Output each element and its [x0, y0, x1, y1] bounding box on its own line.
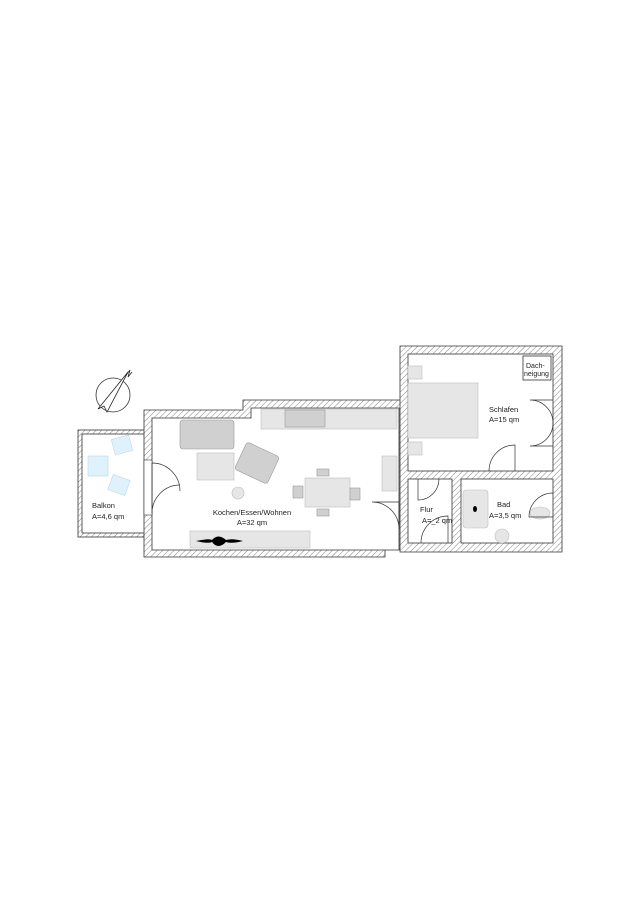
balcony-chair: [107, 474, 131, 496]
room-area-flur: A=_2 qm: [422, 516, 452, 525]
balcony: [77, 429, 149, 538]
balcony-table: [87, 455, 109, 477]
bathroom-door[interactable]: [528, 492, 554, 518]
living-room: [143, 399, 402, 558]
kitchen-counter: [260, 408, 398, 430]
room-area-balkon: A=4,6 qm: [92, 512, 124, 521]
roof-slope-label-1: Dach-: [526, 363, 545, 370]
nightstand: [407, 365, 423, 380]
room-name-schlafen: Schlafen: [489, 405, 518, 414]
living-room-door[interactable]: [371, 501, 400, 530]
nightstand: [407, 441, 423, 456]
bedroom-door[interactable]: [488, 444, 516, 472]
lamp-icon: [196, 536, 243, 546]
room-name-wohnen: Kochen/Essen/Wohnen: [213, 508, 291, 517]
wardrobe-doors[interactable]: [529, 399, 554, 447]
sink: [284, 409, 326, 428]
room-name-balkon: Balkon: [92, 501, 115, 510]
roof-slope-label-2: neigung: [524, 371, 549, 378]
bathroom: [460, 478, 554, 544]
armchair: [235, 442, 279, 484]
bathroom-door-arc[interactable]: [420, 515, 449, 544]
room-name-flur: Flur: [420, 505, 433, 514]
north-arrow-icon: [95, 369, 133, 413]
washbasin: [494, 528, 510, 544]
room-area-wohnen: A=32 qm: [237, 518, 267, 527]
hallway: [407, 478, 453, 544]
room-name-bad: Bad: [497, 500, 510, 509]
cabinet: [381, 455, 398, 492]
room-area-bad: A=3,5 qm: [489, 511, 521, 520]
double-bed: [407, 382, 479, 439]
balcony-door[interactable]: [151, 462, 181, 514]
side-table: [231, 486, 245, 500]
coffee-table: [196, 452, 235, 481]
room-area-schlafen: A=15 qm: [489, 415, 519, 424]
chair: [316, 468, 330, 477]
balcony-chair: [110, 434, 134, 456]
dining-table: [304, 477, 351, 508]
chair: [316, 508, 330, 517]
roof-slope-area: [522, 355, 552, 381]
hallway-door[interactable]: [417, 478, 440, 501]
sofa: [179, 419, 235, 450]
toilet: [529, 506, 551, 520]
chair: [292, 485, 304, 499]
chair: [349, 487, 361, 501]
